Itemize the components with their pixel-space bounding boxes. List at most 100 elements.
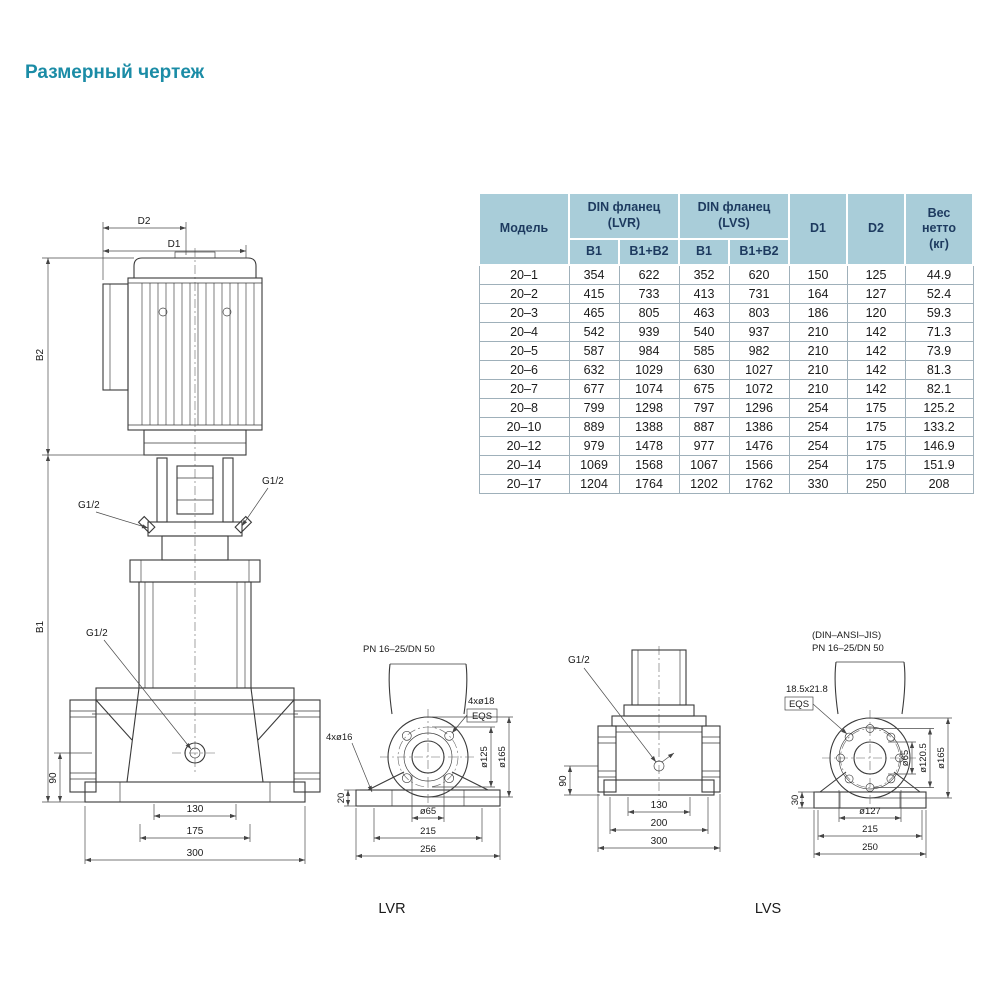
table-cell: 52.4	[904, 283, 974, 304]
mid-g12-label: G1/2	[568, 655, 657, 763]
col-header-d1: D1	[788, 192, 848, 266]
table-cell: 20–1	[478, 264, 570, 285]
g12-label-port: G1/2	[86, 628, 192, 750]
table-cell: 1762	[728, 473, 790, 494]
dim-label-lvs-bolt-circle: ø120.5	[918, 743, 929, 773]
table-cell: 984	[618, 340, 680, 361]
table-cell: 210	[788, 378, 848, 399]
dim-label-lvr-bolt-circle: ø125	[479, 746, 490, 768]
dimensions-table: Модель DIN фланец (LVR) DIN фланец (LVS)…	[478, 192, 974, 494]
table-cell: 20–17	[478, 473, 570, 494]
dim-lvs-250: 250	[813, 810, 927, 858]
dim-lvr-port: ø65	[411, 775, 445, 822]
dim-lvr-215: 215	[373, 808, 483, 842]
lvr-caption: LVR	[378, 901, 405, 917]
table-cell: 1764	[618, 473, 680, 494]
dim-lvr-outer: ø165	[432, 716, 513, 798]
table-cell: 620	[728, 264, 790, 285]
table-cell: 1388	[618, 416, 680, 437]
table-cell: 250	[846, 473, 906, 494]
table-cell: 977	[678, 435, 730, 456]
col-header-lvr-group: DIN фланец (LVR)	[568, 192, 680, 240]
table-cell: 81.3	[904, 359, 974, 380]
table-cell: 1298	[618, 397, 680, 418]
table-cell: 463	[678, 302, 730, 323]
table-cell: 142	[846, 378, 906, 399]
table-cell: 413	[678, 283, 730, 304]
table-cell: 733	[618, 283, 680, 304]
dim-label-lvr-256: 256	[420, 844, 436, 855]
lvs-standard-label: (DIN–ANSI–JIS)	[812, 630, 881, 641]
table-cell: 210	[788, 321, 848, 342]
table-cell: 254	[788, 416, 848, 437]
table-cell: 1476	[728, 435, 790, 456]
table-cell: 585	[678, 340, 730, 361]
table-cell: 1069	[568, 454, 620, 475]
table-cell: 675	[678, 378, 730, 399]
table-cell: 186	[788, 302, 848, 323]
mid-g12-label-text: G1/2	[568, 655, 590, 666]
table-cell: 175	[846, 416, 906, 437]
table-cell: 1478	[618, 435, 680, 456]
table-cell: 415	[568, 283, 620, 304]
table-cell: 127	[846, 283, 906, 304]
table-cell: 20–10	[478, 416, 570, 437]
dim-lvs-port: ø65	[888, 741, 916, 775]
table-cell: 150	[788, 264, 848, 285]
page-title: Размерный чертеж	[25, 62, 205, 83]
table-cell: 677	[568, 378, 620, 399]
table-cell: 125.2	[904, 397, 974, 418]
table-cell: 146.9	[904, 435, 974, 456]
suction-flange	[69, 699, 97, 793]
table-cell: 354	[568, 264, 620, 285]
table-cell: 210	[788, 340, 848, 361]
dim-lvs-flange: ø127	[838, 790, 902, 822]
table-cell: 59.3	[904, 302, 974, 323]
dim-label-d2: D2	[138, 216, 151, 227]
dim-lvs-215: 215	[817, 810, 923, 840]
dim-label-b1: B1	[35, 620, 46, 633]
table-cell: 1074	[618, 378, 680, 399]
dim-lvr-bolt-circle: ø125	[432, 726, 495, 788]
dim-label-lvs-port: ø65	[900, 750, 911, 766]
lvs-pn-label: PN 16–25/DN 50	[812, 643, 884, 654]
discharge-flange	[293, 699, 321, 793]
table-cell: 175	[846, 435, 906, 456]
dim-label-175: 175	[187, 826, 204, 837]
col-header-lvs-group: DIN фланец (LVS)	[678, 192, 790, 240]
table-cell: 982	[728, 340, 790, 361]
dim-label-mid-130: 130	[651, 800, 668, 811]
dim-d1: D1	[103, 239, 247, 258]
table-cell: 125	[846, 264, 906, 285]
dim-mid-300: 300	[597, 794, 721, 852]
table-cell: 1566	[728, 454, 790, 475]
col-header-d2: D2	[846, 192, 906, 266]
table-cell: 164	[788, 283, 848, 304]
dim-b1: B1	[35, 455, 85, 803]
col-header-lvr-b1: B1	[568, 238, 620, 266]
table-cell: 175	[846, 454, 906, 475]
col-header-lvs-b1: B1	[678, 238, 730, 266]
table-cell: 622	[618, 264, 680, 285]
table-cell: 142	[846, 321, 906, 342]
table-cell: 20–2	[478, 283, 570, 304]
lvs-section-drawing: (DIN–ANSI–JIS) PN 16–25/DN 50	[755, 630, 952, 917]
dim-label-300: 300	[187, 848, 204, 859]
table-cell: 632	[568, 359, 620, 380]
g12-label-left: G1/2	[78, 500, 149, 529]
table-cell: 20–3	[478, 302, 570, 323]
dim-label-lvr-215: 215	[420, 826, 436, 837]
col-header-model: Модель	[478, 192, 570, 266]
table-cell: 142	[846, 359, 906, 380]
table-cell: 44.9	[904, 264, 974, 285]
dim-label-lvs-250: 250	[862, 842, 878, 853]
table-cell: 1204	[568, 473, 620, 494]
table-cell: 20–12	[478, 435, 570, 456]
dim-label-mid-90: 90	[558, 775, 569, 787]
table-cell: 465	[568, 302, 620, 323]
lvr-base-holes-label-text: 4xø16	[326, 732, 352, 743]
